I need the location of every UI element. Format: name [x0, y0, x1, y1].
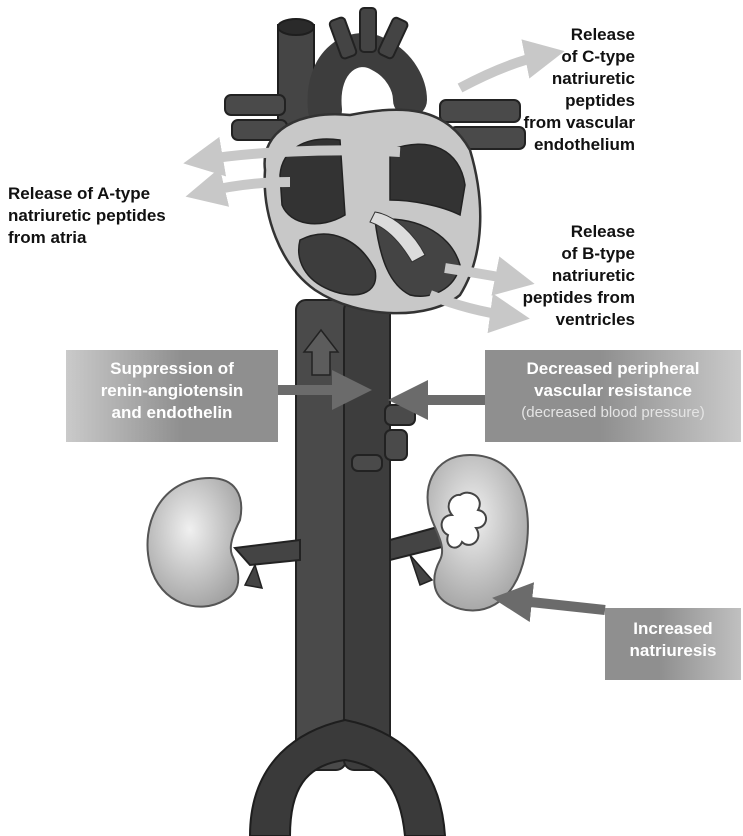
iliac-arteries [250, 720, 445, 836]
c-type-line: peptides [524, 90, 636, 112]
resistance-line: vascular resistance [485, 380, 741, 402]
a-type-line: from atria [8, 227, 166, 249]
b-type-label: Release of B-type natriuretic peptides f… [523, 221, 635, 331]
suppression-line: Suppression of [66, 358, 278, 380]
a-type-line: Release of A-type [8, 183, 166, 205]
a-type-label: Release of A-type natriuretic peptides f… [8, 183, 166, 249]
b-type-line: of B-type [523, 243, 635, 265]
blood-pressure-note: (decreased blood pressure) [485, 402, 741, 424]
suppression-box: Suppression of renin-angiotensin and end… [66, 350, 278, 442]
left-kidney [148, 478, 242, 607]
natriuresis-box: Increased natriuresis [605, 608, 741, 680]
natriuresis-line: Increased [605, 618, 741, 640]
right-kidney [428, 455, 528, 611]
c-type-line: of C-type [524, 46, 636, 68]
suppression-line: renin-angiotensin [66, 380, 278, 402]
c-type-label: Release of C-type natriuretic peptides f… [524, 24, 636, 156]
aorta [344, 300, 390, 770]
c-type-line: from vascular [524, 112, 636, 134]
b-type-line: Release [523, 221, 635, 243]
resistance-box: Decreased peripheral vascular resistance… [485, 350, 741, 442]
suppression-line: and endothelin [66, 402, 278, 424]
resistance-line: Decreased peripheral [485, 358, 741, 380]
b-type-line: ventricles [523, 309, 635, 331]
b-type-line: peptides from [523, 287, 635, 309]
heart [225, 8, 525, 313]
c-type-line: natriuretic [524, 68, 636, 90]
c-type-line: endothelium [524, 134, 636, 156]
a-type-line: natriuretic peptides [8, 205, 166, 227]
c-type-line: Release [524, 24, 636, 46]
b-type-line: natriuretic [523, 265, 635, 287]
natriuresis-line: natriuresis [605, 640, 741, 662]
